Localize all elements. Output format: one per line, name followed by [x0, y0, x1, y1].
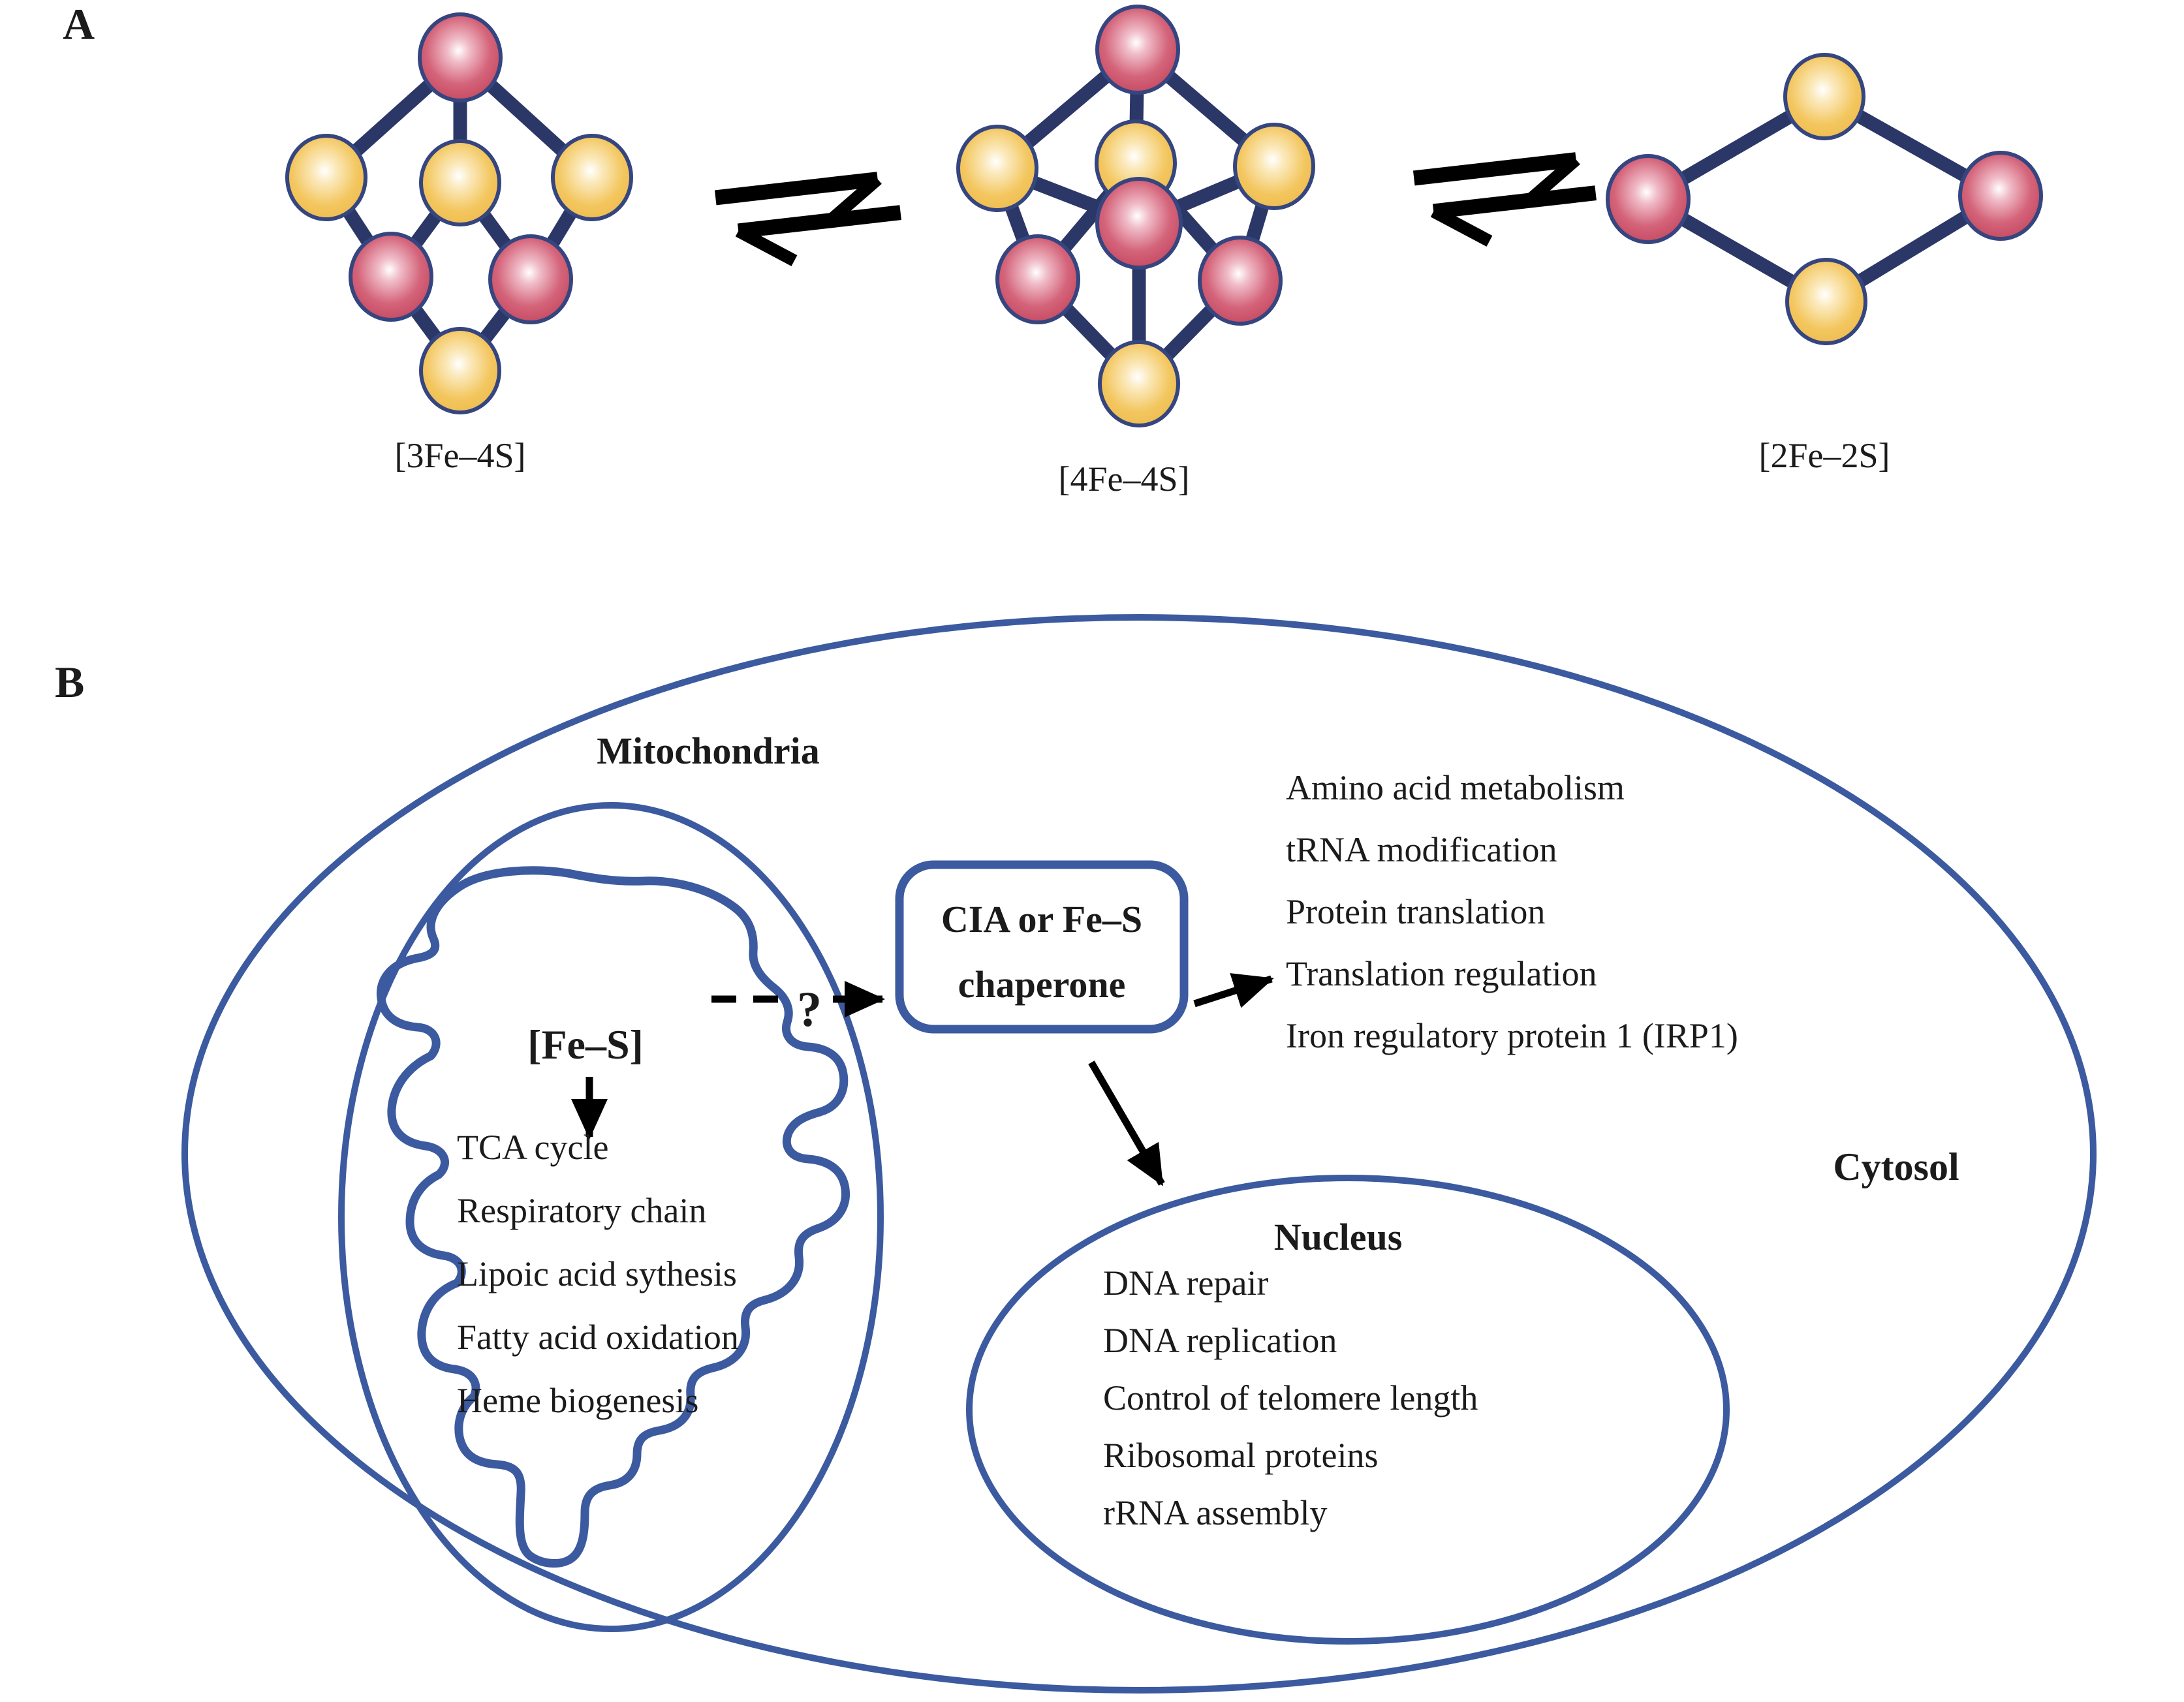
list-item: Translation regulation: [1286, 954, 1597, 993]
fe-atom: [995, 234, 1080, 324]
fe-atom: [1958, 151, 2043, 241]
cytosol-functions-list: Amino acid metabolism tRNA modification …: [1286, 768, 1738, 1055]
fe-atom: [1606, 154, 1691, 244]
list-item: Control of telomere length: [1103, 1378, 1478, 1417]
panel-a-label: A: [63, 0, 95, 49]
harpoon-shaft: [1432, 185, 1597, 219]
harpoon-shaft: [737, 205, 901, 239]
cluster-2fe2s: [2Fe–2S]: [1606, 53, 2043, 475]
s-atom: [551, 134, 633, 221]
cluster-4fe4s: [4Fe–4S]: [956, 5, 1315, 499]
list-item: Fatty acid oxidation: [457, 1318, 739, 1357]
list-item: DNA replication: [1103, 1321, 1337, 1360]
mitochondria-title: Mitochondria: [597, 730, 820, 772]
s-atom: [1785, 258, 1867, 345]
fe-atom: [1095, 177, 1183, 270]
s-atom: [285, 134, 367, 221]
nucleus-functions-list: DNA repair DNA replication Control of te…: [1103, 1263, 1478, 1532]
mitochondrion-outer-membrane: [338, 802, 884, 1632]
list-item: Lipoic acid sythesis: [457, 1254, 737, 1293]
nucleus-title: Nucleus: [1274, 1216, 1403, 1258]
list-item: Protein translation: [1286, 892, 1545, 931]
cluster-label-3fe4s: [3Fe–4S]: [395, 436, 526, 475]
harpoon-barb: [735, 225, 798, 266]
list-item: tRNA modification: [1286, 830, 1557, 869]
list-item: TCA cycle: [457, 1128, 608, 1167]
s-atom: [956, 125, 1038, 212]
cia-box-line2: chaperone: [958, 963, 1126, 1006]
cell-membrane: [181, 614, 2097, 1694]
list-item: Heme biogenesis: [457, 1381, 698, 1420]
list-item: Iron regulatory protein 1 (IRP1): [1286, 1016, 1738, 1055]
mito-export-dashed-arrow: ?: [711, 981, 885, 1037]
cia-to-cytosol-arrow: [1193, 973, 1274, 1008]
cia-to-nucleus-arrow: [1088, 1060, 1165, 1186]
cia-chaperone-box: CIA or Fe–S chaperone: [895, 860, 1189, 1034]
cytosol-title: Cytosol: [1833, 1145, 1959, 1188]
list-item: Respiratory chain: [457, 1191, 706, 1230]
cluster-3fe4s: [3Fe–4S]: [285, 12, 633, 475]
fe-atom: [349, 232, 433, 322]
s-atom: [419, 139, 501, 226]
harpoon-shaft: [1412, 152, 1577, 186]
equilibrium-arrow-icon: [714, 172, 901, 266]
rounded-box: [895, 860, 1189, 1034]
list-item: rRNA assembly: [1103, 1493, 1328, 1532]
mitochondria-functions-list: TCA cycle Respiratory chain Lipoic acid …: [457, 1128, 739, 1420]
fe-atom: [418, 12, 503, 102]
fe-atom: [1198, 236, 1283, 326]
s-atom: [1098, 340, 1180, 427]
fe-atom: [488, 234, 573, 324]
cia-box-line1: CIA or Fe–S: [941, 898, 1142, 940]
list-item: Amino acid metabolism: [1286, 768, 1625, 807]
cluster-label-2fe2s: [2Fe–2S]: [1759, 436, 1890, 475]
list-item: DNA repair: [1103, 1263, 1268, 1303]
fes-cluster-label: [Fe–S]: [527, 1021, 644, 1068]
s-atom: [1783, 53, 1865, 140]
s-atom: [1233, 123, 1315, 210]
fe-atom: [1095, 5, 1180, 95]
mitochondrion-inner-membrane: [376, 866, 850, 1568]
cluster-label-4fe4s: [4Fe–4S]: [1059, 459, 1190, 499]
nucleus-membrane: [966, 1175, 1730, 1645]
panel-b-label: B: [55, 657, 84, 707]
equilibrium-arrow-icon: [1412, 152, 1597, 247]
question-mark: ?: [797, 982, 822, 1037]
list-item: Ribosomal proteins: [1103, 1436, 1378, 1475]
harpoon-shaft: [714, 172, 879, 206]
s-atom: [419, 327, 501, 414]
harpoon-barb: [1430, 206, 1493, 247]
